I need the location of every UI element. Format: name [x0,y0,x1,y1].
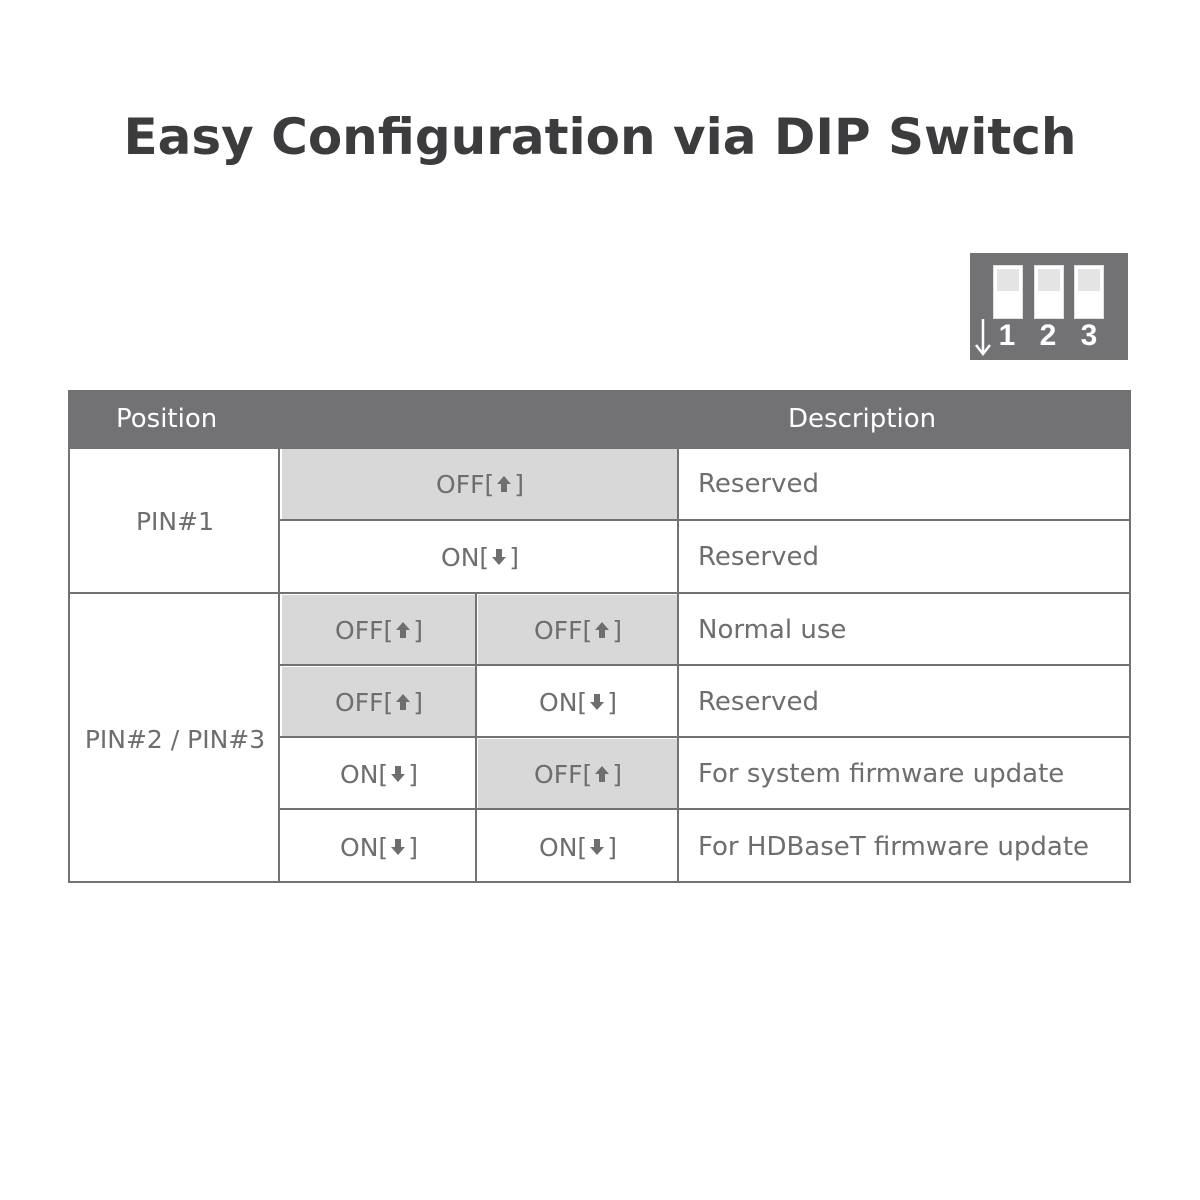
bracket-end: ] [413,615,423,645]
page-title: Easy Configuration via DIP Switch [123,108,1077,166]
description-cell: Normal use [698,615,847,645]
dip-number-3: 3 [1080,319,1098,352]
dip-switch-1 [993,265,1023,319]
state-text: ON[ [441,542,490,572]
table-header: Position Description [68,390,1131,449]
bracket-end: ] [607,832,617,862]
pin1-off-cell: OFF[ ] [282,449,678,519]
header-position: Position [116,404,218,434]
arrow-up-icon [396,622,411,638]
bracket-end: ] [612,759,622,789]
pin2-state-cell: ON[ ] [282,811,476,883]
state-text: ON[ [340,832,389,862]
bracket-end: ] [408,832,418,862]
arrow-up-icon [595,622,610,638]
table-body: PIN#1 OFF[ ] Reserved ON[ ] Reserved PIN… [68,449,1131,883]
bracket-end: ] [607,687,617,717]
pin1-on-cell: ON[ ] [282,521,678,593]
bracket-end: ] [612,615,622,645]
dip-switch-2 [1034,265,1064,319]
pin2-state-cell: OFF[ ] [282,667,476,737]
grid-line [278,449,280,881]
state-text: OFF[ [436,469,495,499]
arrow-up-icon [497,476,512,492]
arrow-down-icon [391,766,406,782]
description-cell: Reserved [698,542,820,572]
arrow-down-icon [492,549,507,565]
description-cell: For HDBaseT firmware update [698,832,1090,862]
description-cell: For system firmware update [698,759,1065,789]
arrow-down-icon [391,839,406,855]
state-text: OFF[ [534,759,593,789]
description-cell: Reserved [698,469,820,499]
header-description: Description [788,404,937,434]
state-text: OFF[ [335,687,394,717]
dip-number-2: 2 [1039,319,1057,352]
arrow-up-icon [595,766,610,782]
pin3-state-cell: ON[ ] [478,811,678,883]
arrow-down-icon [975,319,991,357]
grid-line [70,592,1129,594]
state-text: OFF[ [335,615,394,645]
pin3-state-cell: OFF[ ] [478,739,678,809]
bracket-end: ] [413,687,423,717]
group-label-pin1: PIN#1 [135,506,214,536]
dip-switch-3 [1074,265,1104,319]
arrow-down-icon [590,694,605,710]
state-text: ON[ [539,832,588,862]
pin3-state-cell: ON[ ] [478,667,678,737]
state-text: OFF[ [534,615,593,645]
pin2-state-cell: OFF[ ] [282,595,476,665]
arrow-down-icon [590,839,605,855]
state-text: ON[ [340,759,389,789]
grid-line [280,808,1129,810]
bracket-end: ] [408,759,418,789]
group-label-pin2-pin3: PIN#2 / PIN#3 [84,724,266,754]
description-cell: Reserved [698,687,820,717]
grid-line [280,736,1129,738]
pin2-state-cell: ON[ ] [282,739,476,809]
bracket-end: ] [514,469,524,499]
bracket-end: ] [509,542,519,572]
dip-number-1: 1 [998,319,1016,352]
state-text: ON[ [539,687,588,717]
grid-line [280,664,1129,666]
arrow-up-icon [396,694,411,710]
pin3-state-cell: OFF[ ] [478,595,678,665]
grid-line [280,519,1129,521]
dip-switch-graphic: 1 2 3 [970,253,1128,360]
